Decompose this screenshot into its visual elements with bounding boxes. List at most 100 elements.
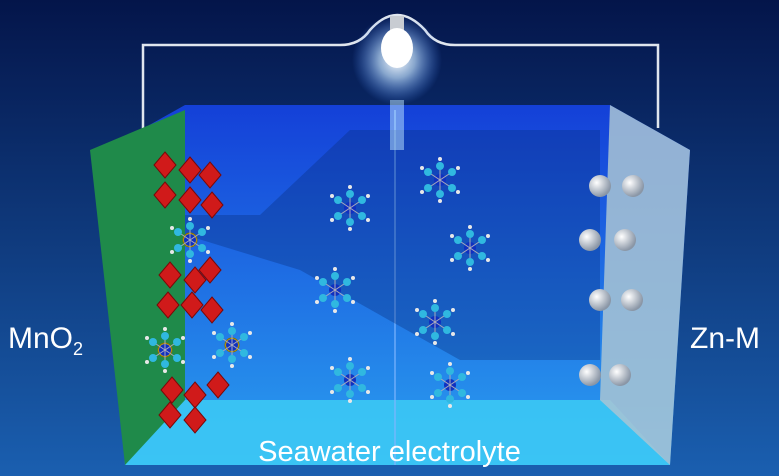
water-oxygen: [478, 252, 486, 260]
water-oxygen: [436, 190, 444, 198]
water-hydrogen: [366, 218, 370, 222]
octahedron: [178, 186, 202, 214]
water-hydrogen: [145, 360, 149, 364]
water-oxygen: [424, 184, 432, 192]
water-hydrogen: [456, 190, 460, 194]
water-hydrogen: [430, 371, 434, 375]
water-hydrogen: [451, 332, 455, 336]
water-oxygen: [240, 333, 248, 341]
anode-label: Zn-M: [690, 322, 760, 355]
water-oxygen: [358, 384, 366, 392]
electrolyte-volume: [105, 105, 690, 465]
water-oxygen: [161, 360, 169, 368]
water-hydrogen: [315, 276, 319, 280]
water-hydrogen: [170, 250, 174, 254]
water-hydrogen: [468, 267, 472, 271]
water-oxygen: [186, 250, 194, 258]
water-hydrogen: [181, 336, 185, 340]
water-hydrogen: [163, 369, 167, 373]
water-hydrogen: [330, 390, 334, 394]
water-hydrogen: [248, 331, 252, 335]
zinc-sphere: [621, 289, 643, 311]
water-oxygen: [149, 338, 157, 346]
water-oxygen: [358, 368, 366, 376]
water-oxygen: [174, 228, 182, 236]
zinc-sphere: [579, 229, 601, 251]
octahedron: [158, 401, 182, 429]
cathode-label: MnO2: [8, 322, 83, 360]
water-hydrogen: [466, 395, 470, 399]
water-hydrogen: [330, 366, 334, 370]
water-hydrogen: [466, 371, 470, 375]
cathode-label-subscript: 2: [73, 339, 84, 359]
water-hydrogen: [415, 332, 419, 336]
water-oxygen: [334, 368, 342, 376]
water-hydrogen: [348, 185, 352, 189]
mno2-octahedra: [153, 151, 240, 434]
water-oxygen: [466, 258, 474, 266]
water-hydrogen: [206, 250, 210, 254]
water-hydrogen: [351, 300, 355, 304]
water-hydrogen: [230, 364, 234, 368]
water-oxygen: [343, 294, 351, 302]
water-oxygen: [434, 389, 442, 397]
water-hydrogen: [448, 404, 452, 408]
water-hydrogen: [366, 366, 370, 370]
water-oxygen: [346, 362, 354, 370]
water-oxygen: [454, 252, 462, 260]
water-hydrogen: [333, 267, 337, 271]
water-oxygen: [174, 244, 182, 252]
water-oxygen: [424, 168, 432, 176]
light-beam: [390, 100, 404, 150]
water-hydrogen: [438, 157, 442, 161]
water-oxygen: [443, 310, 451, 318]
water-oxygen: [334, 384, 342, 392]
water-hydrogen: [230, 322, 234, 326]
water-oxygen: [198, 228, 206, 236]
water-oxygen: [346, 190, 354, 198]
water-hydrogen: [351, 276, 355, 280]
zinc-sphere: [614, 229, 636, 251]
water-hydrogen: [248, 355, 252, 359]
water-hydrogen: [333, 309, 337, 313]
water-hydrogen: [450, 234, 454, 238]
water-oxygen: [331, 272, 339, 280]
water-oxygen: [216, 349, 224, 357]
water-hydrogen: [433, 341, 437, 345]
water-oxygen: [458, 389, 466, 397]
water-hydrogen: [451, 308, 455, 312]
water-oxygen: [448, 184, 456, 192]
cathode-label-main: MnO: [8, 322, 74, 355]
octahedron: [200, 296, 224, 324]
water-oxygen: [446, 395, 454, 403]
water-hydrogen: [468, 225, 472, 229]
water-oxygen: [343, 278, 351, 286]
water-hydrogen: [420, 190, 424, 194]
octahedron: [198, 161, 222, 189]
water-oxygen: [319, 294, 327, 302]
water-oxygen: [228, 327, 236, 335]
water-oxygen: [334, 212, 342, 220]
water-oxygen: [228, 355, 236, 363]
octahedron: [160, 376, 184, 404]
zinc-sphere: [589, 175, 611, 197]
bulb-base: [390, 16, 404, 30]
water-hydrogen: [330, 218, 334, 222]
water-oxygen: [173, 338, 181, 346]
water-oxygen: [173, 354, 181, 362]
zinc-sphere: [589, 289, 611, 311]
water-oxygen: [334, 196, 342, 204]
water-oxygen: [419, 326, 427, 334]
water-oxygen: [198, 244, 206, 252]
octahedron: [153, 151, 177, 179]
electrolyte-floor: [125, 400, 670, 465]
water-hydrogen: [448, 362, 452, 366]
water-oxygen: [149, 354, 157, 362]
water-hydrogen: [486, 234, 490, 238]
water-oxygen: [436, 162, 444, 170]
water-hydrogen: [181, 360, 185, 364]
water-oxygen: [216, 333, 224, 341]
water-oxygen: [434, 373, 442, 381]
water-hydrogen: [486, 258, 490, 262]
